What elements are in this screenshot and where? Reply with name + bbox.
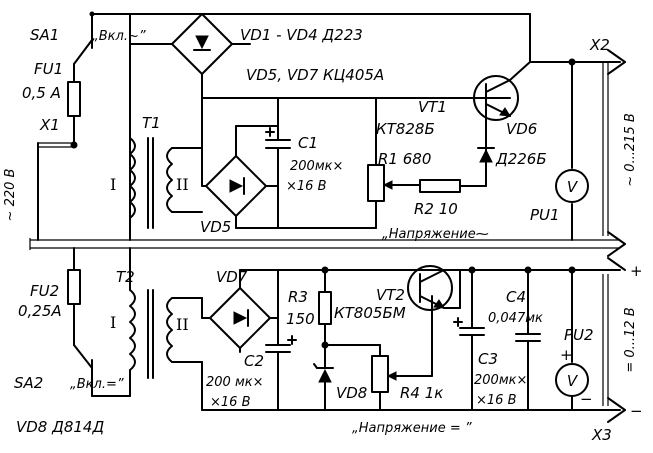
c1-value-label: 200мк× xyxy=(290,159,343,174)
c3-label: C3 xyxy=(478,350,498,368)
sa2-switch xyxy=(73,344,131,397)
pu1-label: PU1 xyxy=(530,206,560,224)
c1-label: C1 xyxy=(298,134,318,152)
mains-voltage-label: ~ 220 B xyxy=(3,168,18,221)
bridge-vd7 xyxy=(201,269,279,411)
x2-label: X2 xyxy=(589,36,610,54)
vd8-label: VD8 xyxy=(336,384,367,402)
pu2-minus-label: − xyxy=(580,390,593,408)
pu2-voltmeter: V xyxy=(555,266,589,411)
fu1-fuse xyxy=(67,63,81,146)
dc-range-label: = 0...12 B xyxy=(623,307,638,372)
x1-label: X1 xyxy=(39,116,60,134)
vt2-part-label: КТ805БМ xyxy=(334,304,406,322)
sa1-mode-label: „Вкл.~” xyxy=(92,29,146,44)
vd6-label: VD6 xyxy=(506,120,537,138)
t1-secondary-label: II xyxy=(176,175,189,194)
t2-label: T2 xyxy=(116,268,135,286)
vt2-transistor xyxy=(407,265,453,311)
ac-adjust-label: „Напряжение⁓ xyxy=(382,227,489,242)
vd7-label: VD7 xyxy=(216,268,248,286)
dc-plus-terminal: + xyxy=(630,262,643,280)
r4-label: R4 1к xyxy=(400,384,443,402)
pu1-v-symbol: V xyxy=(567,178,579,196)
vd8-zener xyxy=(313,341,334,411)
t1-primary-label: I xyxy=(110,175,116,194)
c1-voltage-label: ×16 B xyxy=(286,179,327,194)
t2-primary-label: I xyxy=(110,313,116,332)
r3-resistor xyxy=(318,266,332,346)
fu1-rating-label: 0,5 A xyxy=(22,84,61,102)
c2-capacitor xyxy=(265,335,297,411)
r2-label: R2 10 xyxy=(414,200,458,218)
r3-label: R3 xyxy=(288,288,308,306)
ac-range-label: ~ 0...215 B xyxy=(623,113,638,187)
c4-capacitor xyxy=(515,266,541,411)
c3-capacitor xyxy=(453,266,485,411)
vt1-part-label: КТ828Б xyxy=(376,120,435,138)
sa2-mode-label: „Вкл.=” xyxy=(70,377,124,392)
vt2-label: VT2 xyxy=(376,286,405,304)
sa1-switch xyxy=(73,11,95,65)
x2-output xyxy=(529,49,626,241)
pu1-voltmeter: V xyxy=(555,169,589,203)
mains-bus xyxy=(29,238,620,250)
x3-label: X3 xyxy=(591,426,612,444)
dc-adjust-label: „Напряжение = ” xyxy=(352,421,472,436)
vd6-diode xyxy=(477,147,495,163)
x3-output xyxy=(602,257,626,423)
vt1-label: VT1 xyxy=(418,98,447,116)
bridge-vd1-vd4 xyxy=(159,13,251,99)
bridge1-parts-label: VD1 - VD4 Д223 xyxy=(240,26,363,44)
vd5-label: VD5 xyxy=(200,218,231,236)
c3-value-label: 200мк× xyxy=(474,373,527,388)
fu2-rating-label: 0,25A xyxy=(18,302,62,320)
pu2-plus-label: + xyxy=(560,346,573,364)
c2-voltage-label: ×16 B xyxy=(210,395,251,410)
fu2-label: FU2 xyxy=(30,282,59,300)
t1-transformer xyxy=(129,137,203,229)
sa1-label: SA1 xyxy=(30,26,59,44)
fu1-label: FU1 xyxy=(34,60,63,78)
x1-input-terminal xyxy=(37,141,78,241)
vd8-part-label: VD8 Д814Д xyxy=(16,418,104,436)
pu2-v-symbol: V xyxy=(567,372,579,390)
c2-label: C2 xyxy=(244,352,264,370)
t1-label: T1 xyxy=(142,114,161,132)
bridge-parts-label: VD5, VD7 КЦ405А xyxy=(246,66,384,84)
r3-value-label: 150 xyxy=(286,310,315,328)
vd6-part-label: Д226Б xyxy=(495,150,547,168)
c4-value-label: 0,047мк xyxy=(488,311,543,326)
dc-minus-terminal: − xyxy=(630,402,643,420)
c2-value-label: 200 мк× xyxy=(206,375,264,390)
bridge-vd5 xyxy=(201,97,279,229)
sa2-label: SA2 xyxy=(14,374,43,392)
pu2-label: PU2 xyxy=(564,326,594,344)
c4-label: C4 xyxy=(506,288,526,306)
vt1-transistor xyxy=(473,75,519,121)
t2-transformer xyxy=(129,247,203,397)
r1-potentiometer xyxy=(367,97,421,229)
ac-output-arrow xyxy=(607,231,626,257)
fu2-fuse xyxy=(67,247,81,346)
c1-capacitor xyxy=(265,97,291,229)
r1-label: R1 680 xyxy=(378,150,431,168)
c3-voltage-label: ×16 B xyxy=(476,393,517,408)
t2-secondary-label: II xyxy=(176,315,189,334)
